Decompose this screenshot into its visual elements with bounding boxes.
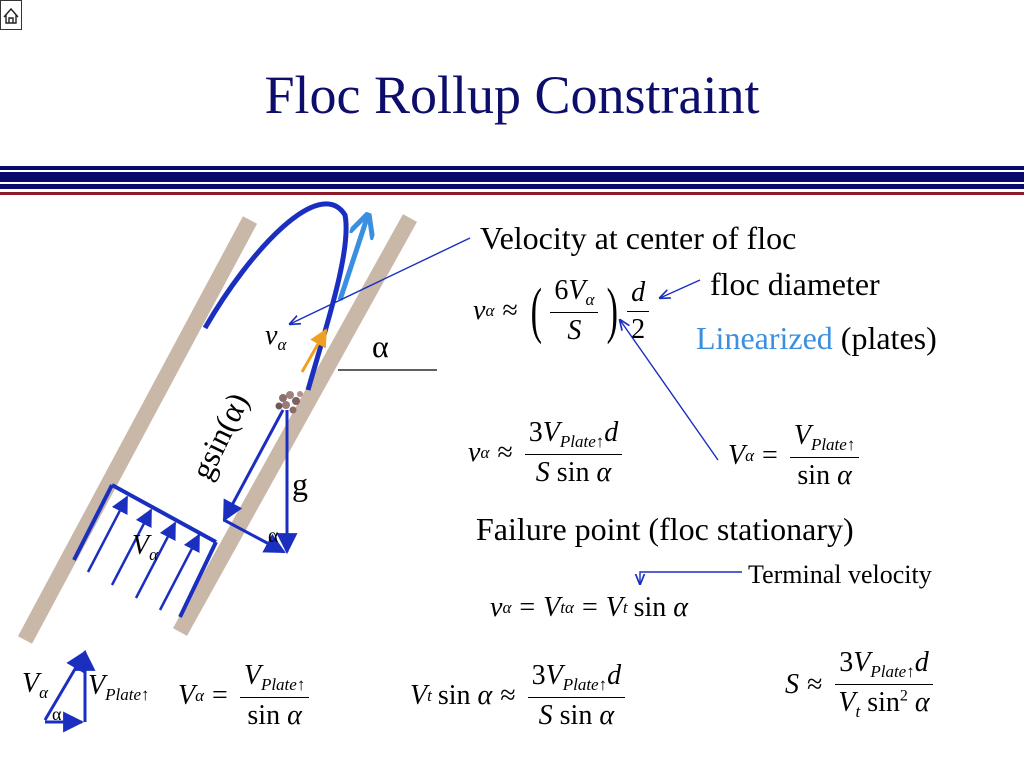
profile-arrow bbox=[86, 495, 129, 573]
profile-arrow bbox=[110, 508, 153, 586]
v-alpha-label: vα bbox=[265, 320, 287, 354]
right-plate bbox=[173, 214, 417, 636]
callout-velocity-center bbox=[290, 237, 471, 324]
velocity-center-label: Velocity at center of floc bbox=[480, 220, 797, 256]
orange-arrow bbox=[300, 328, 328, 373]
floc-trajectory bbox=[202, 201, 349, 391]
triangle-v-plate-label: VPlate↑ bbox=[88, 670, 150, 704]
triangle-alpha-label: α bbox=[52, 704, 62, 724]
title-divider bbox=[0, 166, 1024, 195]
profile-arrow bbox=[134, 521, 177, 599]
callout-floc-diameter bbox=[660, 279, 701, 298]
alpha-angle-label: α bbox=[372, 328, 389, 364]
terminal-velocity-label: Terminal velocity bbox=[748, 560, 932, 589]
profile-left bbox=[72, 484, 114, 561]
normal-arrow bbox=[223, 518, 286, 554]
gsin-arrow bbox=[222, 409, 285, 522]
left-plate bbox=[17, 216, 258, 644]
home-icon bbox=[3, 7, 19, 24]
home-button[interactable] bbox=[0, 0, 22, 30]
triangle-v-alpha-label: Vα bbox=[22, 668, 49, 702]
floc-diameter-label: floc diameter bbox=[710, 266, 880, 302]
callout-linearized bbox=[620, 320, 719, 461]
light-blue-arrow bbox=[337, 215, 368, 301]
profile-right bbox=[178, 541, 218, 618]
triangle-v-alpha bbox=[43, 650, 87, 721]
g-label: g bbox=[292, 466, 308, 502]
profile-v-alpha-label: Vα bbox=[132, 530, 159, 564]
floc-icon bbox=[275, 391, 303, 414]
page-title: Floc Rollup Constraint bbox=[264, 65, 760, 125]
profile-top bbox=[111, 483, 217, 544]
linearized-label: Linearized (plates) bbox=[696, 320, 937, 356]
profile-arrow bbox=[158, 533, 201, 611]
failure-point-label: Failure point (floc stationary) bbox=[476, 511, 854, 547]
alpha-small-label: α bbox=[268, 525, 279, 547]
callout-terminal-velocity bbox=[640, 571, 742, 584]
